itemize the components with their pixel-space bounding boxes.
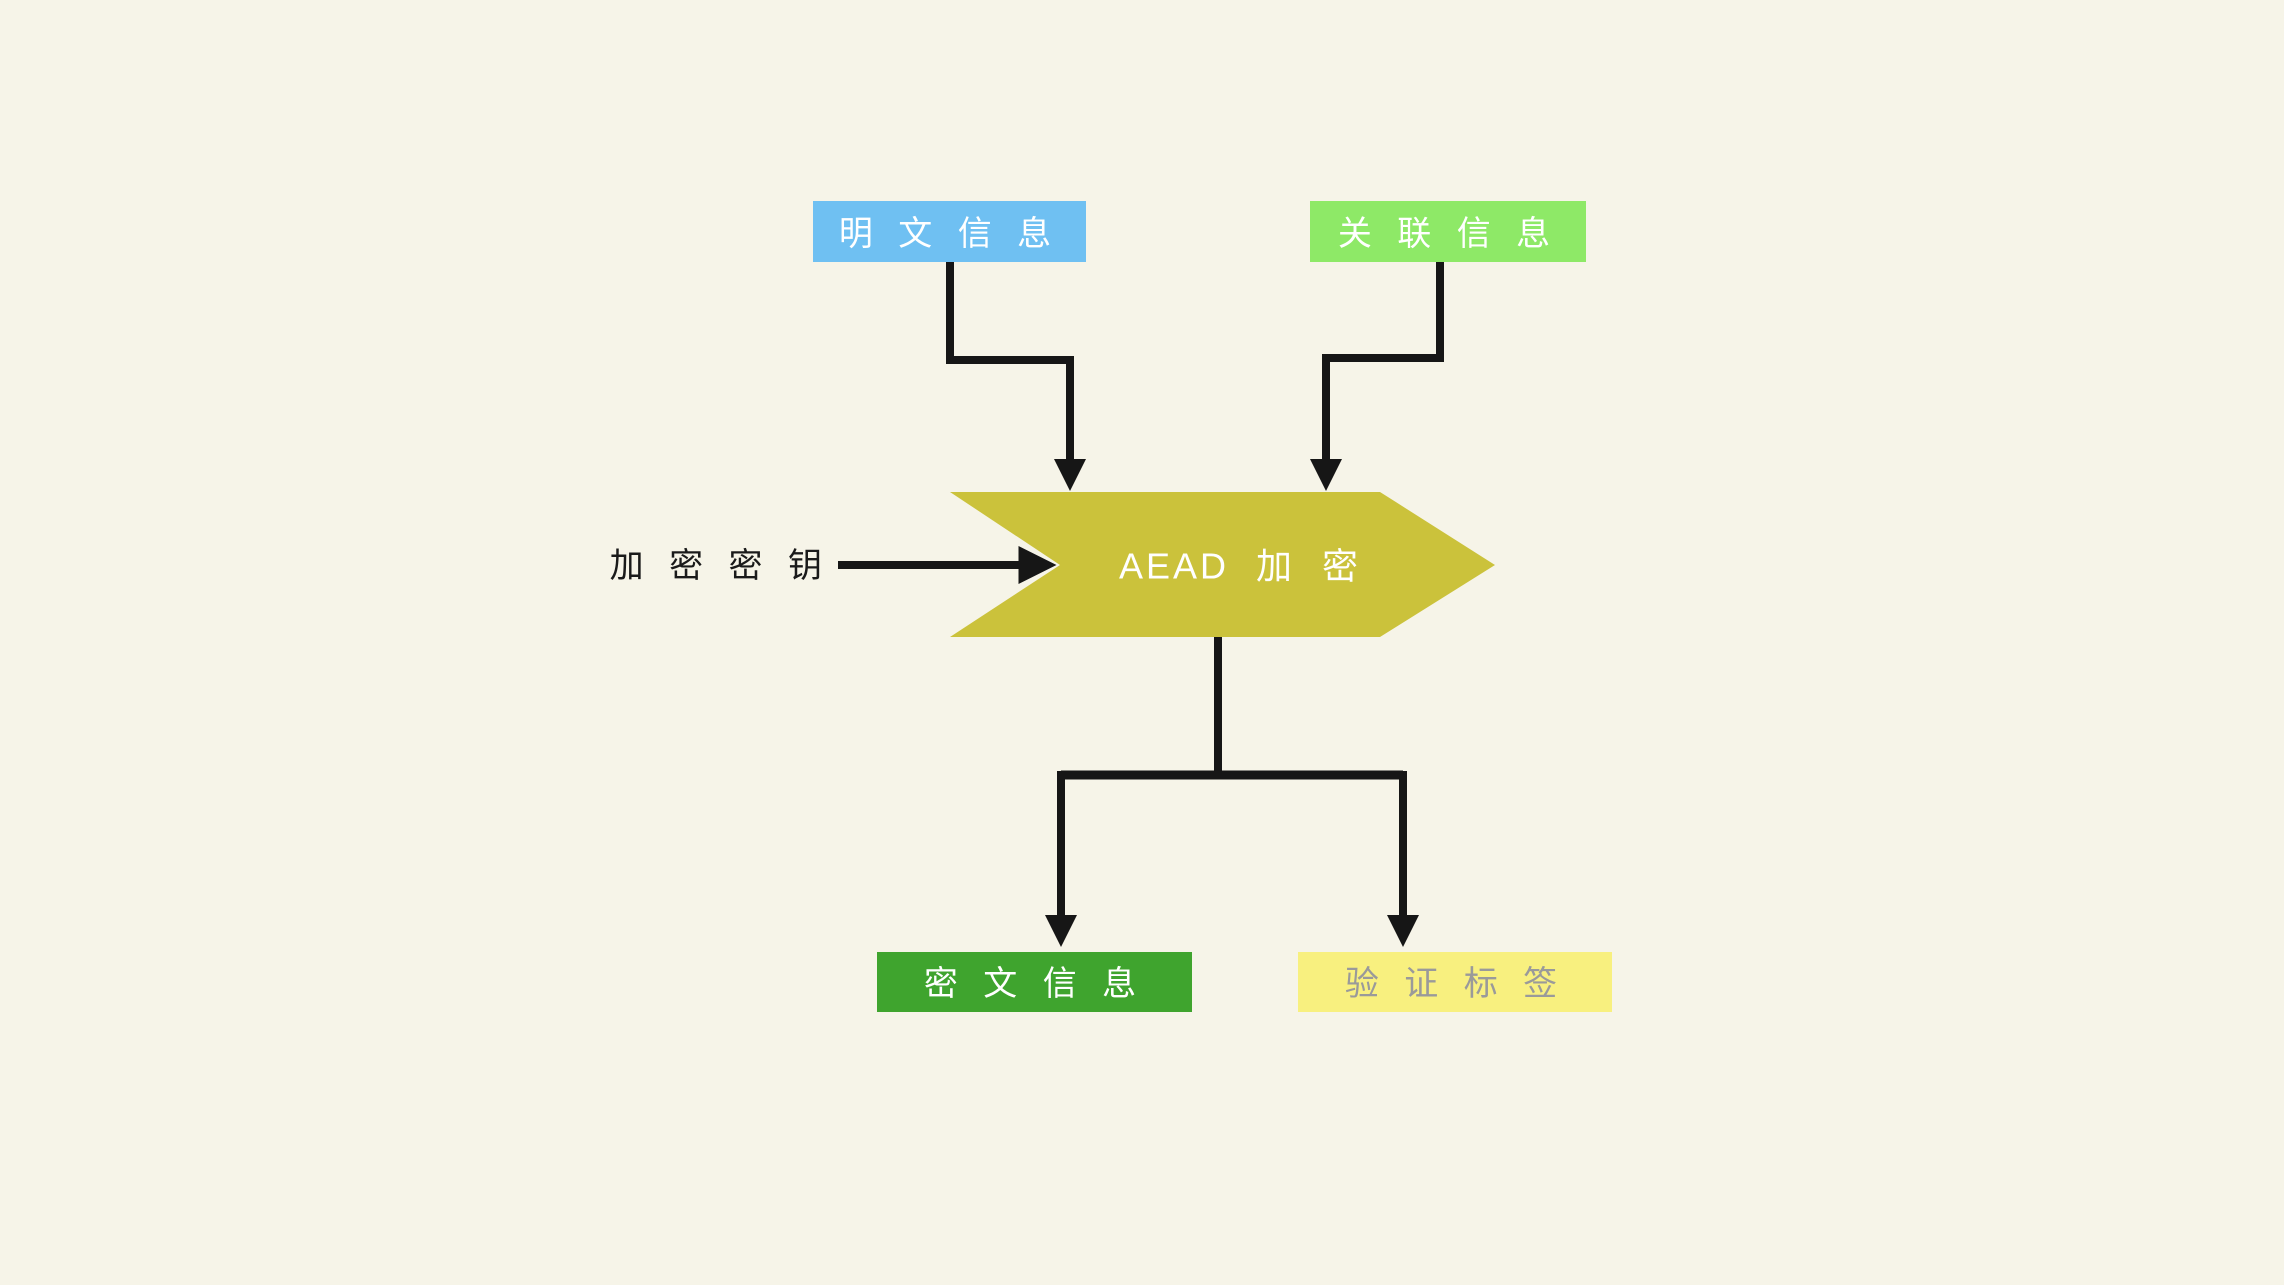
ciphertext-label: 密 文 信 息 <box>924 965 1144 1003</box>
auth-tag-box <box>1298 952 1612 1012</box>
associated-box <box>1310 201 1586 262</box>
plaintext-box <box>813 201 1086 262</box>
aead-chevron <box>950 492 1495 637</box>
auth-tag-label: 验 证 标 签 <box>1345 965 1565 1003</box>
associated-label: 关 联 信 息 <box>1338 215 1558 253</box>
plaintext-label: 明 文 信 息 <box>839 215 1059 253</box>
key-label: 加 密 密 钥 <box>610 547 830 585</box>
connector-associated-to-aead <box>1310 257 1444 491</box>
aead-label: AEAD 加 密 <box>1119 546 1361 587</box>
connector-plaintext-to-aead <box>946 258 1086 491</box>
ciphertext-box <box>877 952 1192 1012</box>
